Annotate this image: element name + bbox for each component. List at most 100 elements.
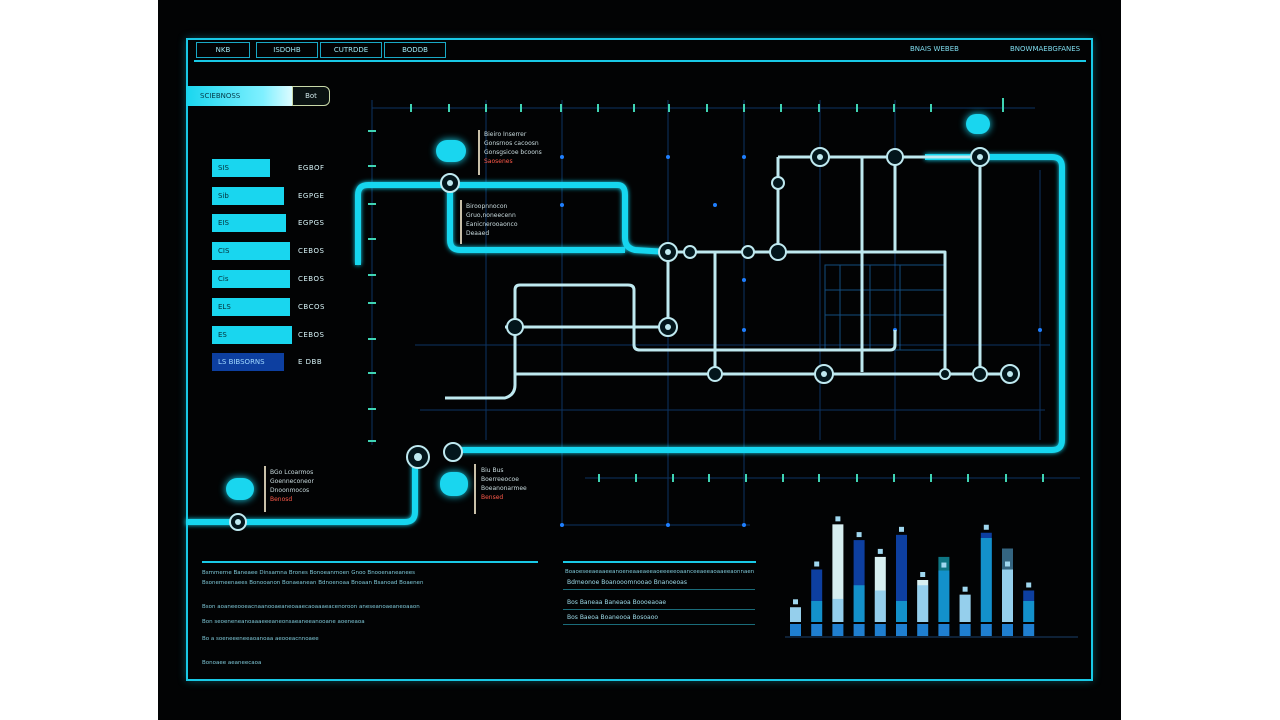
info-row: Bos Baeoa Boaneooa Bosoaoo: [563, 611, 755, 625]
bar-fill: [980, 538, 992, 622]
search-button[interactable]: Bot: [292, 86, 330, 106]
bar-chart: [785, 516, 1078, 638]
bar-cap: [877, 548, 883, 554]
bar-cap: [1026, 582, 1032, 588]
bar-cap: [920, 572, 926, 577]
bar-base: [853, 624, 865, 636]
bar-cap: [941, 562, 947, 568]
sidebar-item-7[interactable]: ES: [212, 326, 292, 344]
tab-1[interactable]: NKB: [196, 42, 250, 58]
sidebar-item-4[interactable]: CIS: [212, 242, 290, 260]
sidebar-value-4: CEBOS: [298, 247, 325, 255]
bar: [832, 524, 844, 622]
bar-base: [959, 624, 971, 636]
header-divider: [194, 60, 1086, 62]
bottom-mid-divider: [563, 561, 756, 563]
secondary-pipes: [445, 155, 1010, 400]
tab-4[interactable]: BODDB: [384, 42, 446, 58]
tab-label: CUTRDDE: [333, 46, 369, 54]
info-line: Boaoeseeaeaaeeanoeneaaeaeeaoeeeeeoaancee…: [565, 569, 755, 575]
annotation-bar: [264, 466, 266, 512]
bar: [811, 569, 823, 622]
tick-markers: [368, 98, 1044, 482]
bar-fill: [959, 594, 971, 622]
sidebar-item-5[interactable]: Cis: [212, 270, 290, 288]
tab-label: NKB: [215, 46, 231, 54]
info-line: Bo a soeneeeneeaoanoaa aeooeacnnoaee: [202, 636, 319, 642]
tab-label: ISDOHB: [273, 46, 301, 54]
sidebar-item-6[interactable]: ELS: [212, 298, 290, 316]
node-indicator-4[interactable]: [966, 114, 990, 134]
bar: [874, 556, 886, 622]
info-line: Bsmmerne Baneaee Dinsamna Brones Bonoean…: [202, 570, 416, 576]
search-input[interactable]: SCIEBNOSS: [186, 86, 296, 106]
sidebar-item-8[interactable]: LS BIBSORNS: [212, 353, 284, 371]
bar-fill: [1002, 548, 1013, 622]
bar-base: [938, 624, 950, 636]
bar: [853, 540, 865, 622]
bar-cap: [793, 599, 798, 605]
info-line: Bon seoeneneanoaaaeeeaneonsaeaneeanooane…: [202, 619, 365, 625]
sidebar-item-2[interactable]: Sib: [212, 187, 284, 205]
bar-fill: [853, 585, 865, 622]
bar-fill: [832, 598, 844, 622]
bar-cap: [814, 561, 820, 567]
bar-cap: [983, 524, 989, 530]
sidebar-value-1: EGBOF: [298, 164, 325, 172]
info-row: Bos Baneaa Baneaoa Boooeaoae: [563, 596, 755, 610]
sidebar-item-1[interactable]: SIS: [212, 159, 270, 177]
bar-fill: [790, 607, 801, 622]
sidebar-item-3[interactable]: EIS: [212, 214, 286, 232]
bar-base: [874, 624, 886, 636]
bar-base: [790, 624, 801, 636]
sidebar-value-6: CBCOS: [298, 303, 325, 311]
info-row: Bdmeonoe Boanooomnooao Bnanoeoas: [563, 576, 755, 590]
info-line: Bson aoaneeooeacnaanooaeaneoaaecaoaaaeac…: [202, 604, 420, 610]
sidebar-value-3: EGPGS: [298, 219, 325, 227]
node-indicator-3[interactable]: [440, 472, 468, 496]
info-line: Bonoaee aeaneecaoa: [202, 660, 262, 666]
bar-base: [832, 624, 844, 636]
bar-cap: [835, 516, 841, 522]
tab-2[interactable]: ISDOHB: [256, 42, 318, 58]
sidebar-value-5: CEBOS: [298, 275, 325, 283]
node-indicator-2[interactable]: [226, 478, 254, 500]
bar-fill: [874, 590, 886, 622]
bar-fill: [917, 585, 929, 622]
sidebar-value-8: E DBB: [298, 358, 323, 366]
bar-base: [980, 624, 992, 636]
annotation-bar: [478, 130, 480, 175]
tab-label: BODDB: [402, 46, 428, 54]
main-pipes: [186, 154, 1065, 525]
bar-fill: [811, 601, 823, 622]
bar-base: [917, 624, 929, 636]
bar-base: [896, 624, 907, 636]
bar-fill: [1023, 601, 1035, 622]
bar-base: [811, 624, 823, 636]
bar: [896, 534, 907, 622]
bar-fill: [938, 556, 950, 622]
sidebar-value-7: CEBOS: [298, 331, 325, 339]
junction-nodes: [229, 147, 1020, 531]
bar-cap: [962, 586, 968, 592]
dashboard-frame: [186, 38, 1093, 681]
bottom-left-divider: [202, 561, 538, 563]
annotation-bar: [474, 464, 476, 514]
tab-3[interactable]: CUTRDDE: [320, 42, 382, 58]
bar-fill: [896, 601, 907, 622]
info-line: Bsonemeenaees Bonooanon Bonaeanean Bdnoe…: [202, 580, 424, 586]
annotation-bar: [460, 200, 462, 244]
bar-base: [1023, 624, 1035, 636]
bar-cap: [899, 526, 904, 532]
sidebar-value-2: EGPGE: [298, 192, 325, 200]
bar-cap: [856, 532, 862, 538]
node-indicator-1[interactable]: [436, 140, 466, 162]
bar-base: [1002, 624, 1013, 636]
header-status-label: BNAIS WEBEB: [910, 45, 959, 53]
search-bar: SCIEBNOSS Bot: [186, 86, 330, 106]
